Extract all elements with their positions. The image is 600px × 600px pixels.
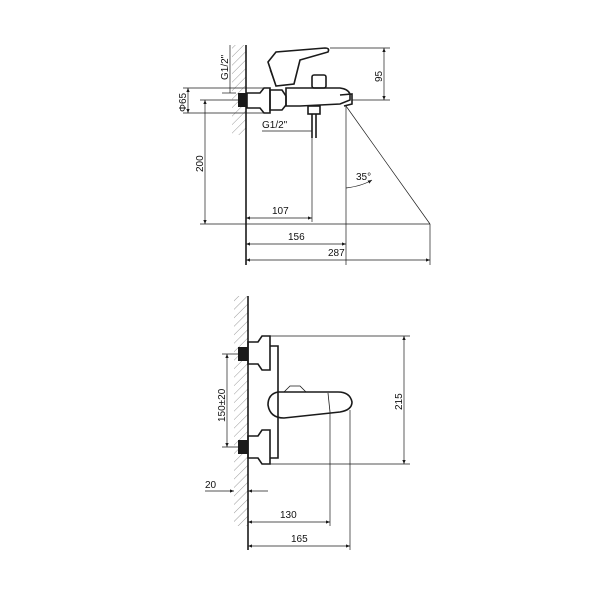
spray-angle-line bbox=[345, 105, 431, 225]
dim-text-20: 20 bbox=[205, 480, 217, 491]
wall-hatch-front bbox=[234, 296, 248, 526]
dim-text-150: 150±20 bbox=[217, 388, 228, 422]
flange-top bbox=[247, 335, 271, 371]
mixer-body-end bbox=[269, 89, 287, 111]
dim-text-thread-top: G1/2" bbox=[220, 54, 231, 80]
dim-text-95: 95 bbox=[374, 70, 385, 82]
lever-detail bbox=[269, 69, 277, 87]
dim-text-thread-bottom: G1/2" bbox=[262, 120, 288, 131]
wall-connector bbox=[238, 93, 247, 107]
diverter-knob bbox=[311, 74, 327, 89]
eccentric-flange bbox=[246, 87, 271, 114]
dim-text-200: 200 bbox=[195, 155, 206, 172]
dim-text-287: 287 bbox=[328, 248, 345, 259]
connector-top bbox=[238, 347, 248, 361]
angle-arc bbox=[345, 179, 373, 189]
connector-bottom bbox=[238, 440, 248, 454]
dim-text-107: 107 bbox=[272, 206, 289, 217]
flange-bottom bbox=[247, 429, 271, 465]
dim-text-angle: 35° bbox=[356, 172, 371, 183]
front-spout bbox=[267, 391, 353, 419]
mixer-lever bbox=[267, 47, 330, 87]
dim-text-215: 215 bbox=[394, 393, 405, 410]
front-lever-top bbox=[283, 385, 307, 393]
spout-tip bbox=[339, 93, 353, 107]
front-spout-line bbox=[327, 392, 331, 413]
mixer-body bbox=[285, 87, 351, 107]
dim-text-156: 156 bbox=[288, 232, 305, 243]
front-view: 150±20 215 20 130 165 bbox=[205, 296, 410, 550]
body-vertical bbox=[270, 345, 279, 459]
wall-hatch-top bbox=[232, 45, 246, 135]
dim-text-diam: Φ65 bbox=[178, 92, 189, 112]
shower-outlet-nut bbox=[307, 105, 321, 115]
side-view: G1/2" Φ65 95 G1/2" 200 35° 107 156 bbox=[178, 45, 431, 265]
dim-text-130: 130 bbox=[280, 510, 297, 521]
dim-text-165: 165 bbox=[291, 534, 308, 545]
